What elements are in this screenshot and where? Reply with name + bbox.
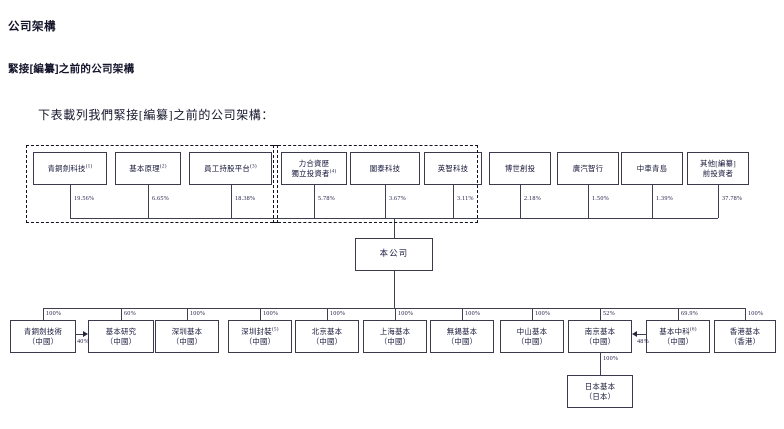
company-feed-line	[394, 218, 395, 238]
shareholder-connector-9	[652, 185, 653, 218]
shareholder-box-6[interactable]: 英智科技	[424, 152, 482, 185]
shareholder-pct-4: 5.78%	[318, 195, 335, 202]
shareholder-connector-7	[520, 185, 521, 218]
cross-holding-pct-2: 48%	[637, 337, 649, 345]
concert-party-dashed-group	[26, 145, 278, 223]
shareholder-connector-3	[231, 185, 232, 218]
subsidiary-box-4[interactable]: 深圳封裝(5)（中國）	[228, 320, 292, 353]
subsidiary-connector-2	[121, 308, 122, 320]
subsidiary-box-2[interactable]: 基本研究（中國）	[88, 320, 154, 353]
subsidiary-box-11[interactable]: 香港基本（香港）	[714, 320, 776, 353]
shareholder-pct-2: 6.65%	[152, 195, 169, 202]
shareholder-box-1[interactable]: 青銅劍科技(1)	[33, 152, 107, 185]
shareholder-pct-1: 19.56%	[74, 195, 95, 202]
shareholder-box-8[interactable]: 廣汽智行	[557, 152, 619, 185]
company-down-line	[394, 271, 395, 308]
shareholder-pct-9: 1.39%	[656, 195, 673, 202]
shareholder-connector-4	[314, 185, 315, 218]
subsidiary-connector-5	[327, 308, 328, 320]
shareholder-connector-1	[70, 185, 71, 218]
subsidiary-pct-2: 60%	[124, 310, 136, 317]
subsidiary-pct-11: 100%	[748, 310, 764, 317]
shareholder-pct-5: 3.67%	[389, 195, 406, 202]
subsidiary-box-3[interactable]: 深圳基本（中國）	[155, 320, 219, 353]
page-title: 公司架構	[8, 21, 56, 33]
company-box[interactable]: 本公司	[355, 238, 433, 271]
shareholder-connector-10	[718, 185, 719, 218]
japan-connector	[600, 353, 601, 375]
shareholder-box-4[interactable]: 力合資歷獨立投資者(4)	[281, 152, 347, 185]
subsidiary-connector-10	[678, 308, 679, 320]
shareholder-box-10[interactable]: 其他[編纂]前投資者	[687, 152, 749, 185]
subsidiary-connector-7	[462, 308, 463, 320]
shareholder-box-9[interactable]: 中車青島	[621, 152, 683, 185]
subsidiary-box-10[interactable]: 基本中科(6)（中國）	[646, 320, 710, 353]
shareholder-box-5[interactable]: 闔泰科技	[350, 152, 420, 185]
shareholder-box-3[interactable]: 員工持股平台(3)	[189, 152, 272, 185]
section-subtitle: 緊接[編纂]之前的公司架構	[8, 63, 135, 75]
shareholder-connector-8	[588, 185, 589, 218]
shareholder-pct-7: 2.18%	[524, 195, 541, 202]
cross-holding-line-1	[76, 333, 84, 335]
subsidiary-pct-3: 100%	[190, 310, 206, 317]
cross-holding-pct-1: 40%	[77, 337, 89, 345]
subsidiary-pct-9: 52%	[603, 310, 615, 317]
subsidiary-pct-7: 100%	[465, 310, 481, 317]
subsidiary-connector-3	[187, 308, 188, 320]
subsidiary-pct-1: 100%	[46, 310, 62, 317]
subsidiary-box-8[interactable]: 中山基本（中國）	[500, 320, 564, 353]
subsidiary-connector-8	[532, 308, 533, 320]
outer-dashed-group	[273, 145, 478, 223]
subsidiary-pct-4: 100%	[263, 310, 279, 317]
subsidiary-box-1[interactable]: 青銅劍技術（中國）	[10, 320, 76, 353]
subsidiary-pct-10: 69.9%	[681, 310, 698, 317]
cross-holding-arrowhead-2	[632, 330, 637, 337]
subsidiary-connector-11	[745, 308, 746, 320]
subsidiary-box-6[interactable]: 上海基本（中國）	[363, 320, 427, 353]
subsidiary-bus-line	[43, 308, 745, 309]
shareholder-pct-10: 37.78%	[722, 195, 743, 202]
subsidiary-pct-6: 100%	[398, 310, 414, 317]
japan-pct: 100%	[603, 355, 619, 362]
subsidiary-connector-4	[260, 308, 261, 320]
subsidiary-box-5[interactable]: 北京基本（中國）	[295, 320, 359, 353]
shareholder-pct-8: 1.50%	[592, 195, 609, 202]
subsidiary-connector-9	[600, 308, 601, 320]
subsidiary-pct-5: 100%	[330, 310, 346, 317]
subsidiary-pct-8: 100%	[535, 310, 551, 317]
cross-holding-arrowhead-1	[83, 330, 88, 337]
cross-holding-line-2	[636, 333, 646, 335]
shareholder-box-2[interactable]: 基本原理(2)	[115, 152, 181, 185]
subsidiary-box-9[interactable]: 南京基本（中國）	[568, 320, 632, 353]
sub-subsidiary-box-japan[interactable]: 日本基本（日本）	[567, 375, 633, 408]
intro-paragraph: 下表載列我們緊接[編纂]之前的公司架構：	[38, 108, 274, 122]
shareholder-box-7[interactable]: 博世創投	[489, 152, 551, 185]
shareholder-pct-6: 3.11%	[457, 195, 474, 202]
shareholder-connector-5	[385, 185, 386, 218]
shareholder-connector-2	[148, 185, 149, 218]
subsidiary-connector-6	[395, 308, 396, 320]
subsidiary-connector-1	[43, 308, 44, 320]
shareholder-pct-3: 18.38%	[235, 195, 256, 202]
subsidiary-box-7[interactable]: 無錫基本（中國）	[430, 320, 494, 353]
shareholder-connector-6	[453, 185, 454, 218]
